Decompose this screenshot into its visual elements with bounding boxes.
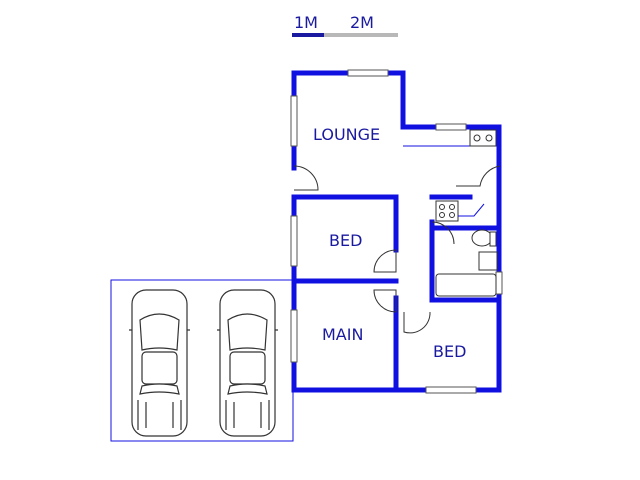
windows xyxy=(290,69,503,394)
scale-bar: 1M 2M xyxy=(292,13,398,37)
room-label-lounge: LOUNGE xyxy=(313,125,380,144)
door-bath xyxy=(431,221,455,245)
scale-label-2m: 2M xyxy=(350,13,374,32)
doors xyxy=(293,165,501,334)
stove xyxy=(435,200,459,222)
door-main xyxy=(373,289,397,313)
window-bed1 xyxy=(290,215,298,267)
window-bed2 xyxy=(425,386,477,394)
toilet xyxy=(471,229,493,247)
bathtub xyxy=(435,273,497,297)
room-label-bed2: BED xyxy=(433,342,466,361)
car-right xyxy=(217,289,278,437)
window-bath xyxy=(495,271,503,295)
door-bed2 xyxy=(403,311,431,334)
door-bed1 xyxy=(373,249,397,273)
kitchen-counter xyxy=(403,129,499,222)
window-lounge-top xyxy=(347,69,389,77)
car-left xyxy=(129,289,190,437)
window-kitchen xyxy=(435,123,467,131)
door-lounge xyxy=(293,165,319,191)
room-label-main: MAIN xyxy=(322,325,363,344)
basin xyxy=(478,251,498,271)
door-kitchen xyxy=(456,165,501,187)
kitchen-sink xyxy=(469,129,497,147)
scale-label-1m: 1M xyxy=(294,13,318,32)
bathroom-fixtures xyxy=(435,229,498,297)
window-main xyxy=(290,309,298,363)
room-label-bed1: BED xyxy=(329,231,362,250)
window-lounge-left xyxy=(290,95,298,147)
